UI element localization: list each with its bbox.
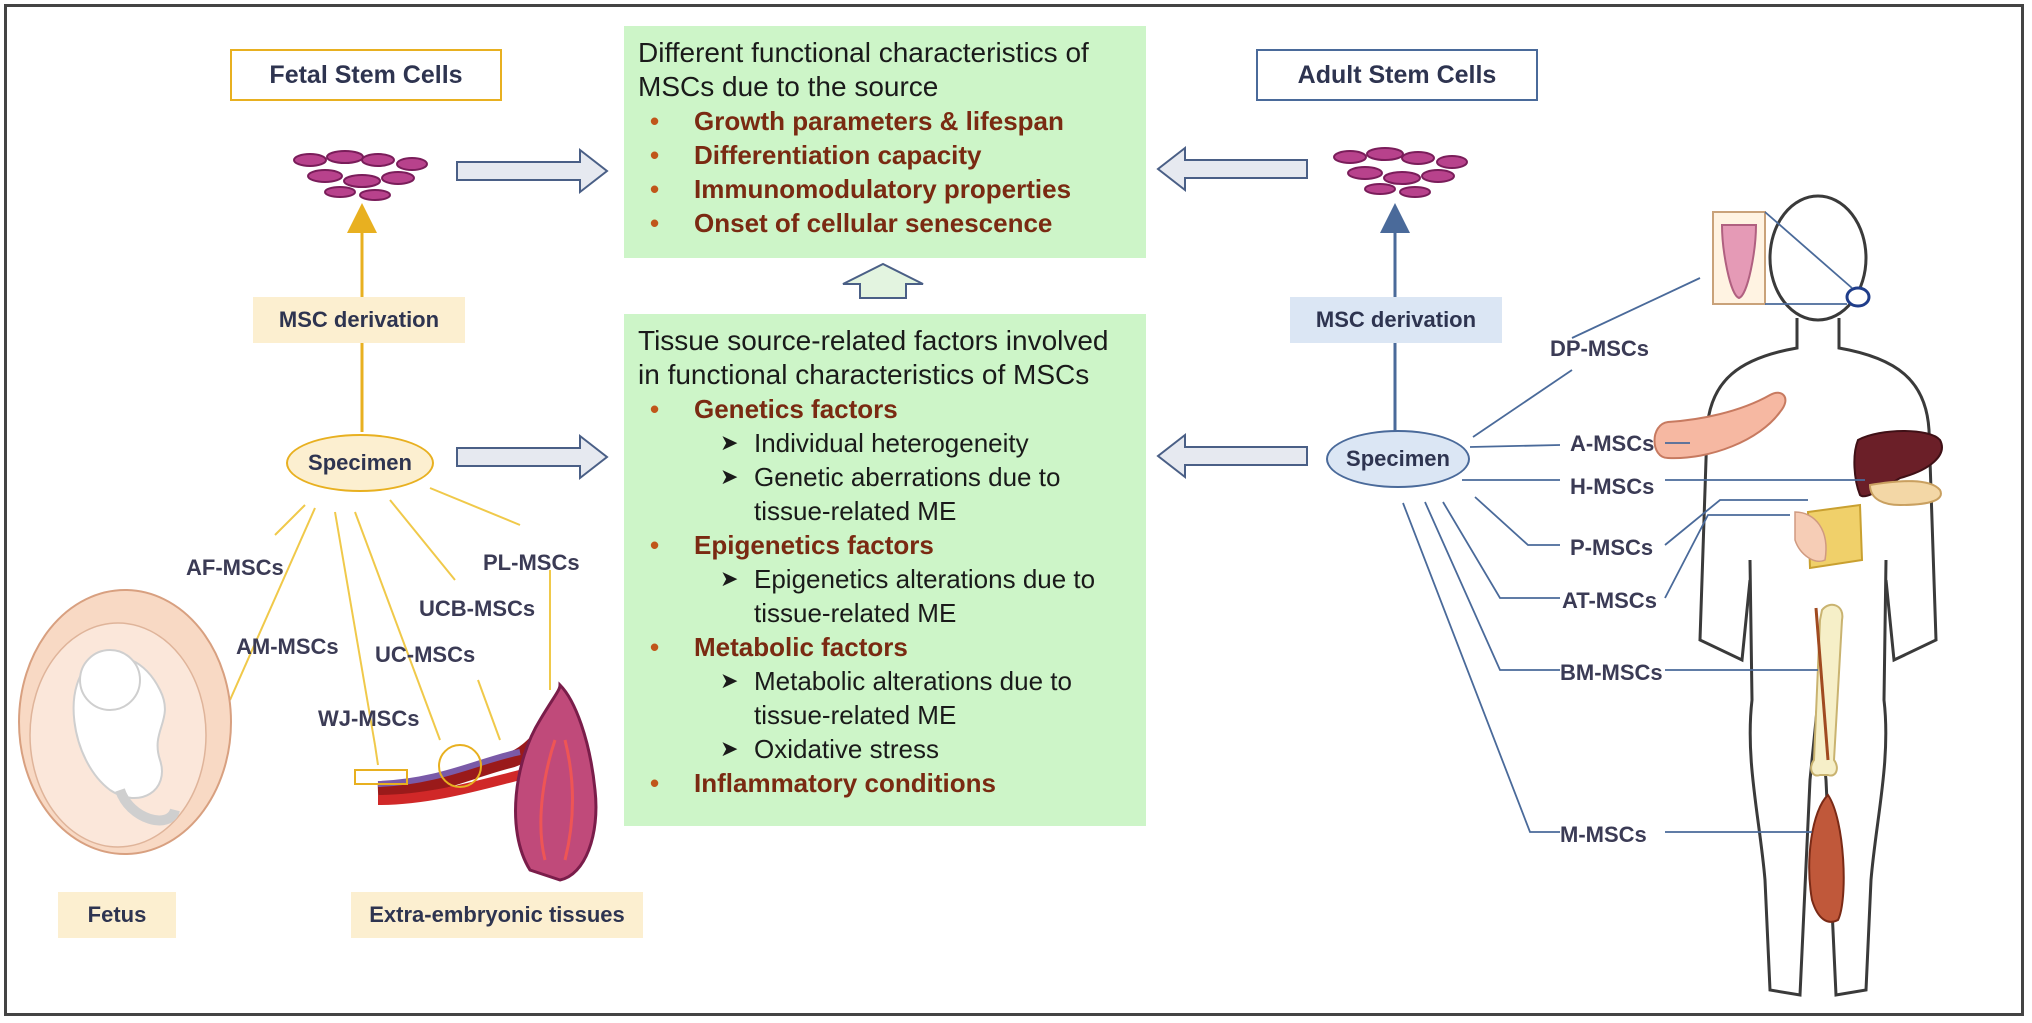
factor-group-epigenetics: Epigenetics factors xyxy=(638,528,1132,562)
functional-characteristics-panel: Different functional characteristics of … xyxy=(624,26,1146,258)
arrow-bullet-icon: ➤ xyxy=(720,566,739,591)
adult-specimen-ellipse: Specimen xyxy=(1326,430,1470,488)
umbilical-placenta-illustration xyxy=(354,681,598,882)
a-mscs-label: A-MSCs xyxy=(1570,431,1655,456)
figure-frame xyxy=(4,4,2024,1016)
factor-subitem-text: Oxidative stress xyxy=(754,734,939,764)
adult-source-lines xyxy=(1402,211,1865,833)
characteristic-item: Onset of cellular senescence xyxy=(638,206,1132,240)
characteristic-item: Growth parameters & lifespan xyxy=(638,104,1132,138)
factor-subitem-text: Individual heterogeneity xyxy=(754,428,1029,458)
am-mscs-label: AM-MSCs xyxy=(236,634,339,659)
panel-up-block-arrow xyxy=(842,262,924,299)
wj-mscs-label: WJ-MSCs xyxy=(318,706,420,731)
fetus-label: Fetus xyxy=(58,892,176,938)
extra-embryonic-label: Extra-embryonic tissues xyxy=(351,892,643,938)
fetal-msc-derivation-label: MSC derivation xyxy=(253,297,465,343)
tissue-factors-list: Genetics factors ➤ Individual heterogenei… xyxy=(638,392,1132,800)
fetal-source-lines xyxy=(229,487,551,766)
human-body-illustration xyxy=(1698,194,1938,997)
pancreas-illustration xyxy=(1868,480,1942,507)
characteristic-item: Differentiation capacity xyxy=(638,138,1132,172)
factor-subitem: ➤ Individual heterogeneity xyxy=(638,426,1132,460)
tooth-illustration xyxy=(1712,211,1766,305)
functional-characteristics-heading: Different functional characteristics of … xyxy=(638,37,1089,102)
factor-subitem: ➤ Metabolic alterations due to tissue-rel… xyxy=(638,664,1132,732)
factor-subitem-text: Epigenetics alterations due to tissue-re… xyxy=(754,564,1096,628)
factor-subitem-text: Metabolic alterations due to tissue-rela… xyxy=(754,666,1072,730)
dp-mscs-label: DP-MSCs xyxy=(1550,336,1650,361)
h-mscs-label: H-MSCs xyxy=(1570,474,1655,499)
arrow-bullet-icon: ➤ xyxy=(720,464,739,489)
bone-illustration xyxy=(1810,603,1844,777)
bm-mscs-label: BM-MSCs xyxy=(1560,660,1663,685)
uc-mscs-label: UC-MSCs xyxy=(375,642,476,667)
adult-top-block-arrow xyxy=(1156,145,1308,193)
factor-subitem: ➤ Epigenetics alterations due to tissue-r… xyxy=(638,562,1132,630)
factor-subitem: ➤ Oxidative stress xyxy=(638,732,1132,766)
factor-subitem: ➤ Genetic aberrations due to tissue-relat… xyxy=(638,460,1132,528)
ucb-mscs-label: UCB-MSCs xyxy=(419,596,536,621)
p-mscs-label: P-MSCs xyxy=(1570,535,1654,560)
factor-subitem-text: Genetic aberrations due to tissue-relate… xyxy=(754,462,1061,526)
arrow-bullet-icon: ➤ xyxy=(720,736,739,761)
adult-msc-derivation-label: MSC derivation xyxy=(1290,297,1502,343)
factor-group-genetics: Genetics factors xyxy=(638,392,1132,426)
head-circle-marker xyxy=(1845,286,1871,308)
adult-msc-cells xyxy=(1333,147,1468,198)
adult-bottom-block-arrow xyxy=(1156,432,1308,480)
fetal-msc-cells xyxy=(293,150,428,201)
af-mscs-label: AF-MSCs xyxy=(186,555,284,580)
fetal-stem-cells-title: Fetal Stem Cells xyxy=(230,49,502,101)
fetus-illustration xyxy=(18,589,232,855)
factor-group-metabolic: Metabolic factors xyxy=(638,630,1132,664)
fetal-bottom-block-arrow xyxy=(456,433,609,481)
adipose-illustration xyxy=(1653,391,1787,460)
liver-illustration xyxy=(1853,430,1943,498)
m-mscs-label: M-MSCs xyxy=(1560,822,1647,847)
tissue-factors-heading: Tissue source-related factors involved i… xyxy=(638,325,1109,390)
arrow-bullet-icon: ➤ xyxy=(720,668,739,693)
functional-characteristics-list: Growth parameters & lifespan Differentia… xyxy=(638,104,1132,240)
arrow-bullet-icon: ➤ xyxy=(720,430,739,455)
at-mscs-label: AT-MSCs xyxy=(1562,588,1657,613)
factor-group-inflammatory: Inflammatory conditions xyxy=(638,766,1132,800)
fetal-specimen-ellipse: Specimen xyxy=(286,434,434,492)
tissue-factors-panel: Tissue source-related factors involved i… xyxy=(624,314,1146,826)
pl-mscs-label: PL-MSCs xyxy=(483,550,580,575)
pancreas-lobe-illustration xyxy=(1794,511,1827,562)
characteristic-item: Immunomodulatory properties xyxy=(638,172,1132,206)
adult-stem-cells-title: Adult Stem Cells xyxy=(1256,49,1538,101)
muscle-illustration xyxy=(1808,793,1845,923)
fetal-top-block-arrow xyxy=(456,147,609,195)
